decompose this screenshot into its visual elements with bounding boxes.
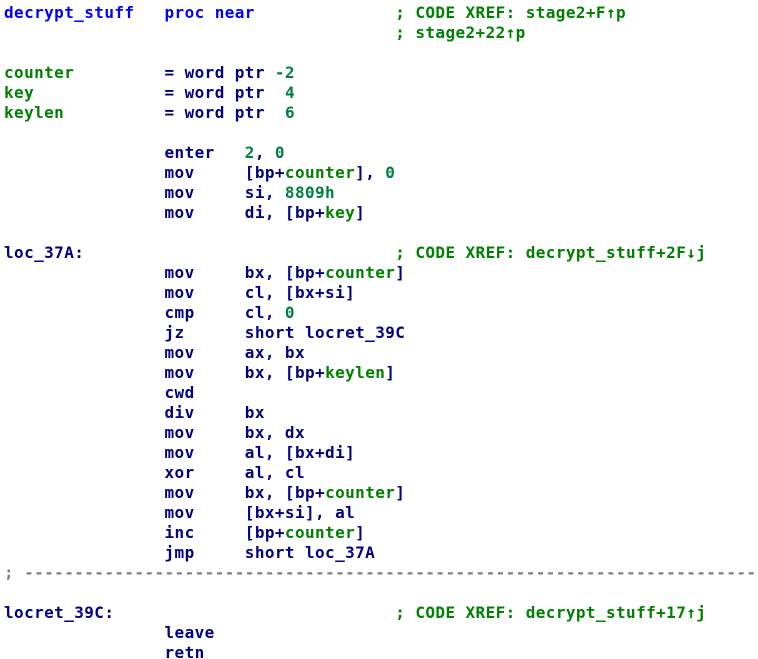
separator-line[interactable]: ; --------------------------------------… xyxy=(4,563,758,583)
instruction-line[interactable]: enter 2, 0 xyxy=(4,143,758,163)
stack-var-name[interactable]: keylen xyxy=(4,103,65,122)
punctuation: ] xyxy=(355,523,366,542)
number-literal: 0 xyxy=(385,163,396,182)
instruction-line[interactable]: mov di, [bp+key] xyxy=(4,203,758,223)
mnemonic: cwd xyxy=(4,383,195,402)
instruction-line[interactable]: jmp short loc_37A xyxy=(4,543,758,563)
xref-comment: ; stage2+22↑p xyxy=(395,23,526,42)
proc-declaration-line[interactable]: decrypt_stuff proc near ; CODE XREF: sta… xyxy=(4,3,758,23)
padding xyxy=(4,23,395,42)
number-literal: 0 xyxy=(274,143,285,162)
mnemonic: xor al, cl xyxy=(4,463,305,482)
var-definition: = word ptr xyxy=(34,83,285,102)
number-literal: 6 xyxy=(284,103,295,122)
punctuation: ] xyxy=(355,203,366,222)
mnemonic: mov [bp+ xyxy=(4,163,285,182)
label-locret-39C-line[interactable]: locret_39C: ; CODE XREF: decrypt_stuff+1… xyxy=(4,603,758,623)
mnemonic: mov bx, [bp+ xyxy=(4,263,326,282)
punctuation: ] xyxy=(385,363,396,382)
mnemonic: inc [bp+ xyxy=(4,523,285,542)
instruction-line[interactable]: mov si, 8809h xyxy=(4,183,758,203)
instruction-line[interactable]: mov bx, [bp+keylen] xyxy=(4,363,758,383)
instruction-line[interactable]: mov ax, bx xyxy=(4,343,758,363)
number-literal: 2 xyxy=(244,143,255,162)
mnemonic: mov di, [bp+ xyxy=(4,203,326,222)
mnemonic: cmp cl, xyxy=(4,303,285,322)
blank-line xyxy=(4,123,758,143)
instruction-line[interactable]: inc [bp+counter] xyxy=(4,523,758,543)
jump-target[interactable]: jz short locret_39C xyxy=(4,323,406,342)
instruction-line[interactable]: mov al, [bx+di] xyxy=(4,443,758,463)
var-definition: = word ptr xyxy=(64,103,285,122)
mnemonic: leave xyxy=(4,623,215,642)
blank-line xyxy=(4,43,758,63)
xref-comment: ; CODE XREF: stage2+F↑p xyxy=(395,3,627,22)
stack-var-ref[interactable]: counter xyxy=(325,263,396,282)
mnemonic: retn xyxy=(4,643,205,659)
var-definition: = word ptr xyxy=(74,63,275,82)
instruction-line[interactable]: mov bx, [bp+counter] xyxy=(4,263,758,283)
blank-line xyxy=(4,223,758,243)
mnemonic: mov si, xyxy=(4,183,285,202)
stack-var-ref[interactable]: counter xyxy=(284,163,356,182)
stack-var-name[interactable]: key xyxy=(4,83,35,102)
instruction-line[interactable]: cmp cl, 0 xyxy=(4,303,758,323)
instruction-line[interactable]: leave xyxy=(4,623,758,643)
instruction-line[interactable]: mov [bx+si], al xyxy=(4,503,758,523)
punctuation: ], xyxy=(355,163,386,182)
punctuation: ] xyxy=(395,483,406,502)
instruction-line[interactable]: mov bx, dx xyxy=(4,423,758,443)
mnemonic: mov bx, [bp+ xyxy=(4,483,326,502)
number-literal: 8809h xyxy=(284,183,336,202)
punctuation: ] xyxy=(395,263,406,282)
xref-comment: ; CODE XREF: decrypt_stuff+17↑j xyxy=(395,603,707,622)
number-literal: -2 xyxy=(274,63,295,82)
mnemonic: mov [bx+si], al xyxy=(4,503,356,522)
stackvar-keylen-line[interactable]: keylen = word ptr 6 xyxy=(4,103,758,123)
mnemonic: mov cl, [bx+si] xyxy=(4,283,356,302)
mnemonic: mov al, [bx+di] xyxy=(4,443,356,462)
blank-line xyxy=(4,583,758,603)
stack-var-ref[interactable]: key xyxy=(325,203,356,222)
xref-comment: ; CODE XREF: decrypt_stuff+2F↓j xyxy=(395,243,707,262)
instruction-line[interactable]: mov cl, [bx+si] xyxy=(4,283,758,303)
instruction-line[interactable]: xor al, cl xyxy=(4,463,758,483)
instruction-line[interactable]: cwd xyxy=(4,383,758,403)
stackvar-key-line[interactable]: key = word ptr 4 xyxy=(4,83,758,103)
separator-dashes: ; --------------------------------------… xyxy=(4,563,757,582)
xref-comment-line[interactable]: ; stage2+22↑p xyxy=(4,23,758,43)
jump-target[interactable]: jmp short loc_37A xyxy=(4,543,376,562)
padding xyxy=(84,243,395,262)
stackvar-counter-line[interactable]: counter = word ptr -2 xyxy=(4,63,758,83)
mnemonic: mov bx, dx xyxy=(4,423,305,442)
code-label[interactable]: locret_39C: xyxy=(4,603,115,622)
mnemonic: mov ax, bx xyxy=(4,343,305,362)
instruction-line[interactable]: mov bx, [bp+counter] xyxy=(4,483,758,503)
number-literal: 0 xyxy=(284,303,295,322)
punctuation: , xyxy=(254,143,275,162)
mnemonic: mov bx, [bp+ xyxy=(4,363,326,382)
stack-var-ref[interactable]: keylen xyxy=(325,363,386,382)
mnemonic: enter xyxy=(4,143,245,162)
number-literal: 4 xyxy=(284,83,295,102)
padding xyxy=(114,603,395,622)
label-loc-37A-line[interactable]: loc_37A: ; CODE XREF: decrypt_stuff+2F↓j xyxy=(4,243,758,263)
stack-var-name[interactable]: counter xyxy=(4,63,75,82)
instruction-line[interactable]: retn xyxy=(4,643,758,659)
code-label[interactable]: loc_37A: xyxy=(4,243,85,262)
instruction-line[interactable]: mov [bp+counter], 0 xyxy=(4,163,758,183)
stack-var-ref[interactable]: counter xyxy=(284,523,356,542)
proc-name: decrypt_stuff proc near xyxy=(4,3,396,22)
stack-var-ref[interactable]: counter xyxy=(325,483,396,502)
instruction-line[interactable]: div bx xyxy=(4,403,758,423)
instruction-line[interactable]: jz short locret_39C xyxy=(4,323,758,343)
mnemonic: div bx xyxy=(4,403,265,422)
